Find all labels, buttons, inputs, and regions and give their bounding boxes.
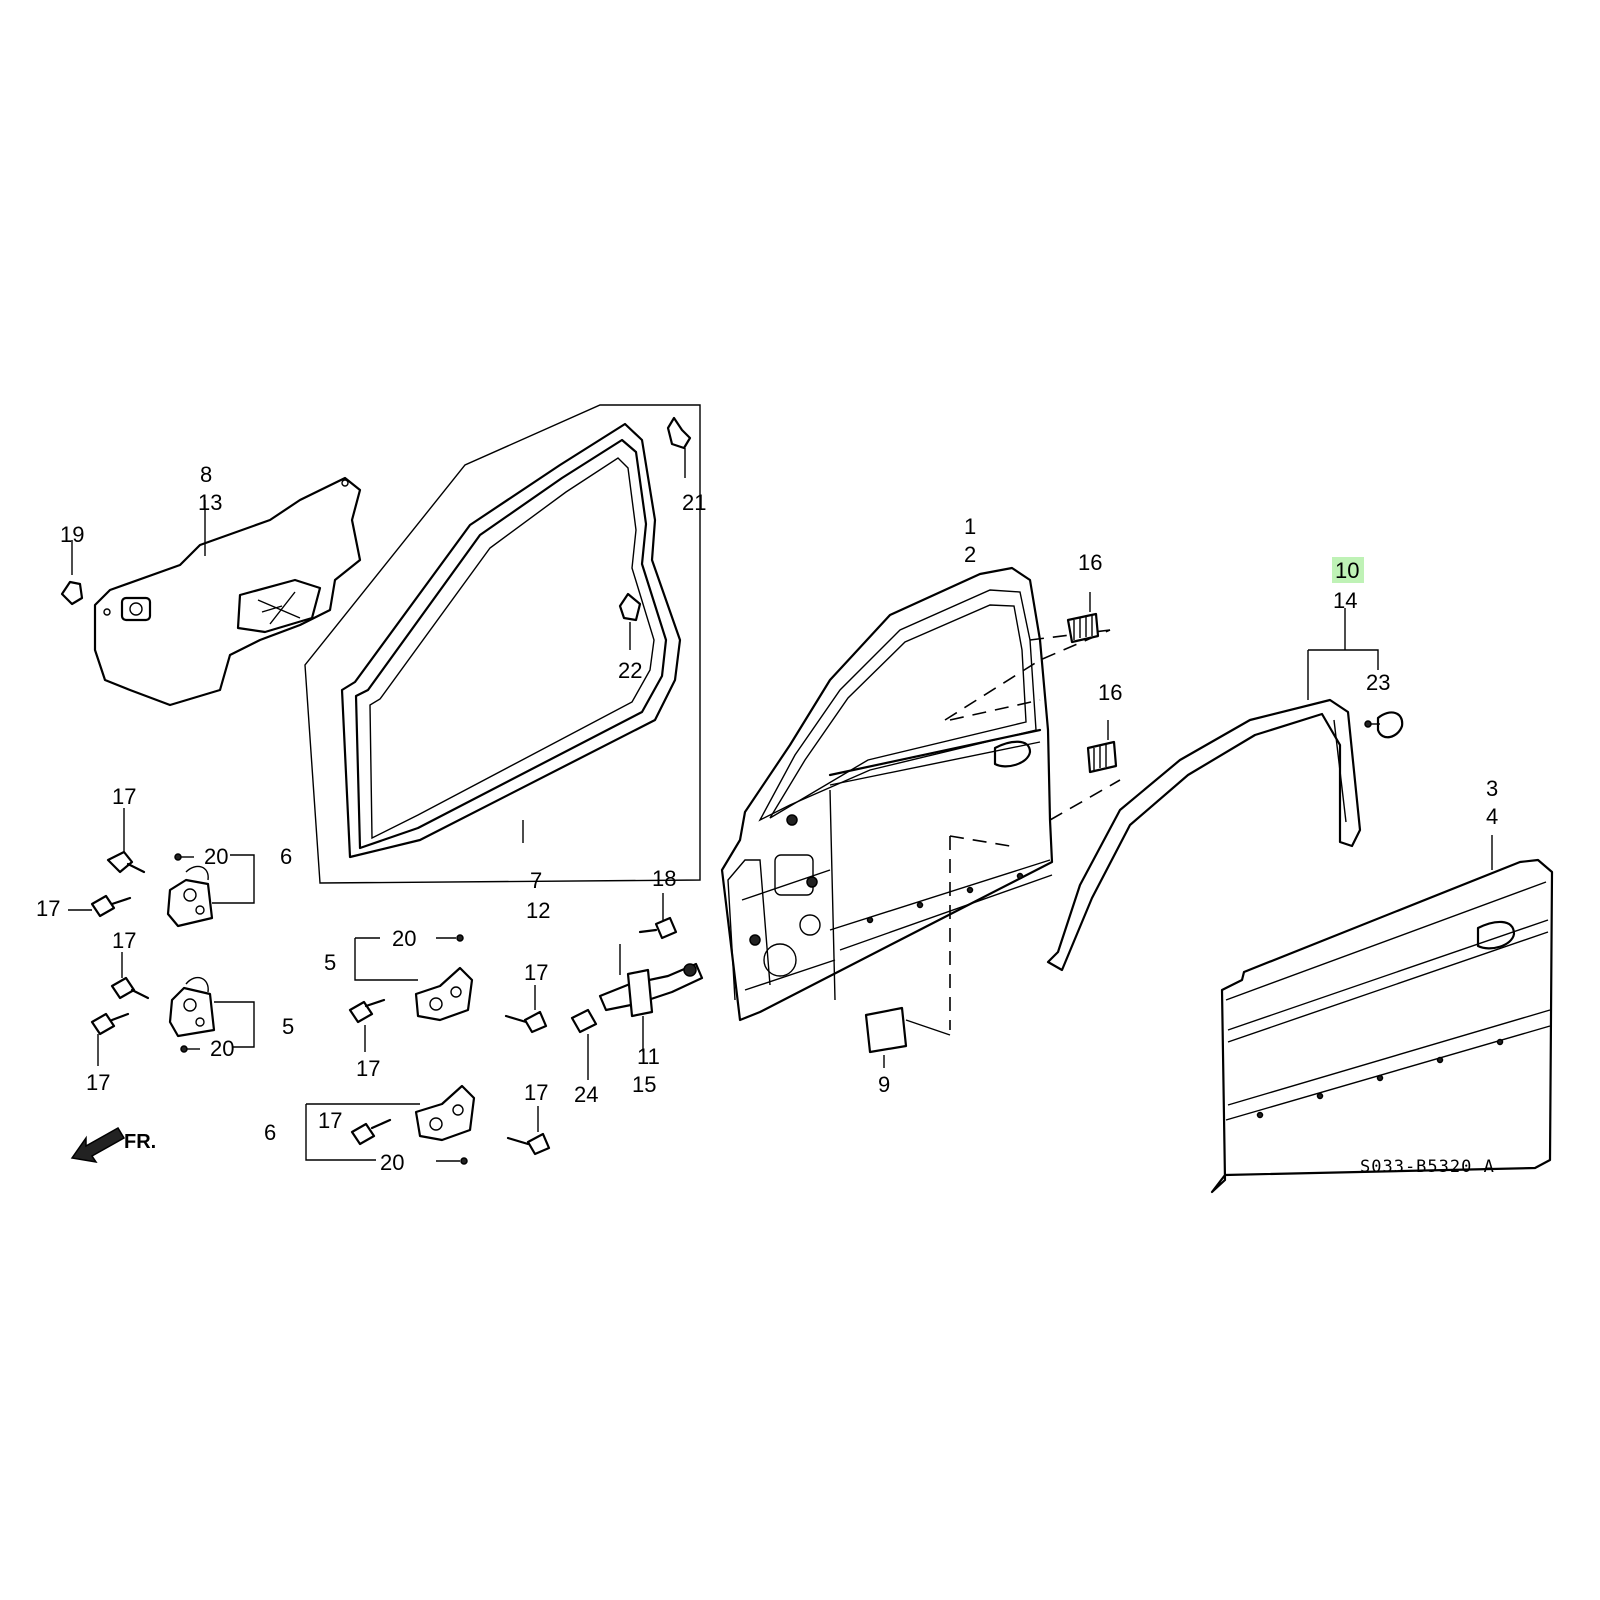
callout-label: 23: [1366, 670, 1390, 695]
callout-label: 7: [530, 868, 542, 893]
callout-label: 24: [574, 1082, 598, 1107]
callout-label: 16: [1098, 680, 1122, 705]
callout-label: 18: [652, 866, 676, 891]
bolt-24-icon: [570, 1008, 598, 1080]
leader-lines: [905, 629, 1121, 1036]
callout-label: 22: [618, 658, 642, 683]
bolt-17-icon: [90, 1012, 130, 1066]
callout-label: 20: [392, 926, 416, 951]
highlight-10: [1332, 557, 1364, 583]
hole-plug-9-icon: [864, 1006, 908, 1068]
callout-label: 17: [86, 1070, 110, 1095]
clip-22-icon: [618, 592, 642, 650]
pin-20-icon: [180, 1045, 200, 1053]
upper-hinge-6-icon: [166, 854, 255, 928]
callout-label: 20: [204, 844, 228, 869]
callout-label: 20: [210, 1036, 234, 1061]
door-bumper-16-upper-icon: [1066, 592, 1100, 644]
door-checker-11-15: [598, 944, 704, 1052]
bolt-17-icon: [506, 1106, 551, 1156]
callout-label-highlighted: 10: [1335, 558, 1359, 583]
callout-label: 20: [380, 1150, 404, 1175]
callout-label: 4: [1486, 804, 1498, 829]
callout-label: 8: [200, 462, 212, 487]
callout-label: 16: [1078, 550, 1102, 575]
callout-label: 9: [878, 1072, 890, 1097]
front-arrow-icon: [70, 1126, 126, 1164]
door-weatherstrip: [304, 404, 701, 884]
callout-label: 14: [1333, 588, 1357, 613]
pin-20-icon: [436, 1157, 468, 1165]
bolt-18-icon: [638, 893, 678, 940]
callout-label: 5: [282, 1014, 294, 1039]
bolt-17-icon: [106, 808, 146, 874]
pin-20-icon: [174, 853, 194, 861]
callout-label: 19: [60, 522, 84, 547]
door-sealing-panel: [93, 476, 362, 707]
callout-label: 6: [280, 844, 292, 869]
callout-label: 17: [36, 896, 60, 921]
callout-label: 3: [1486, 776, 1498, 801]
door-shell: [720, 566, 1054, 1022]
callout-labels: 1 2 3 4 5 5 6 6 7 12 8 13 9 10 14 11 15 …: [36, 462, 1498, 1175]
door-bumper-16-lower-icon: [1086, 720, 1118, 774]
front-indicator-label: FR.: [124, 1131, 156, 1153]
body-hinge-5-icon: [354, 937, 474, 1022]
callout-label: 17: [524, 960, 548, 985]
bolt-17-icon: [68, 894, 132, 918]
door-outer-skin: [1210, 835, 1554, 1194]
callout-label: 17: [524, 1080, 548, 1105]
bolt-17-icon: [110, 952, 150, 1000]
callout-label: 15: [632, 1072, 656, 1097]
bolt-17-icon: [504, 985, 548, 1034]
callout-label: 17: [112, 784, 136, 809]
clip-19-icon: [60, 540, 84, 606]
body-hinge-6-icon: [305, 1084, 476, 1161]
callout-label: 17: [356, 1056, 380, 1081]
callout-label: 17: [318, 1108, 342, 1133]
bolt-17-icon: [348, 998, 386, 1052]
pin-20-icon: [436, 934, 464, 942]
callout-label: 13: [198, 490, 222, 515]
callout-label: 2: [964, 542, 976, 567]
callout-label: 6: [264, 1120, 276, 1145]
bolt-17-icon: [350, 1118, 392, 1146]
clip-23-icon: [1364, 711, 1404, 739]
callout-label: 1: [964, 514, 976, 539]
window-molding-10-14: [1046, 608, 1379, 972]
skin-rivets: [1256, 1038, 1504, 1119]
callout-label: 12: [526, 898, 550, 923]
clip-21-icon: [666, 416, 692, 478]
diagram-code: S033-B5320 A: [1360, 1157, 1495, 1177]
callout-label: 11: [637, 1044, 660, 1069]
lower-hinge-5-icon: [168, 976, 255, 1048]
callout-label: 5: [324, 950, 336, 975]
door-rivets: [866, 872, 1024, 924]
callout-label: 17: [112, 928, 136, 953]
callout-label: 21: [682, 490, 706, 515]
